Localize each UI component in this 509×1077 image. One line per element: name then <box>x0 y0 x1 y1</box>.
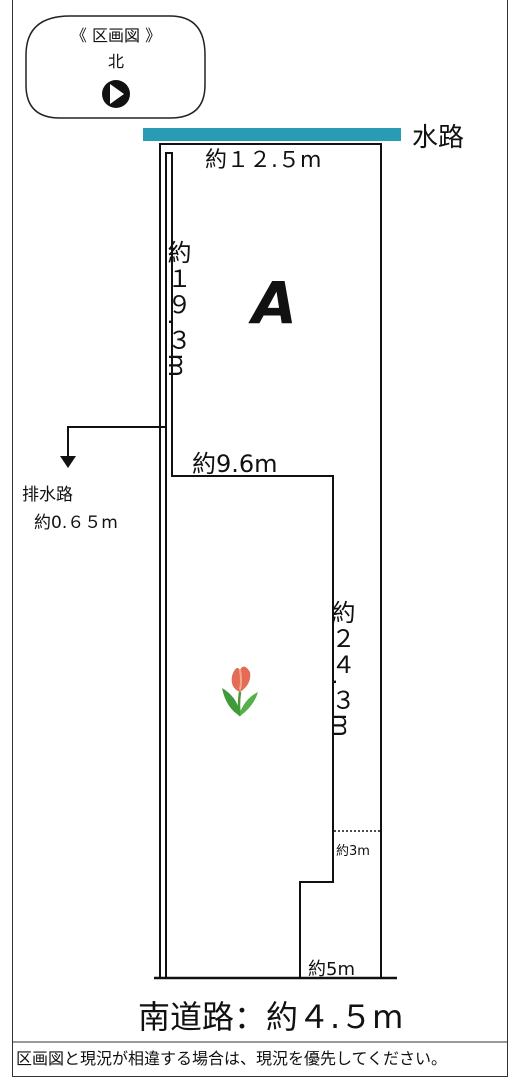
lot-outline <box>154 143 397 980</box>
drainage-label: 排水路 <box>22 485 73 505</box>
bottom-width-label: 約5m <box>308 959 355 980</box>
tulip-icon <box>222 666 258 717</box>
drainage-arrow <box>60 426 166 468</box>
step-width-label: 約9.6m <box>192 450 278 478</box>
small-depth-label: 約3m <box>336 844 370 859</box>
waterway-bar <box>143 128 401 141</box>
compass-box: 《 区画図 》 北 <box>25 15 206 119</box>
north-label: 北 <box>108 52 124 71</box>
north-arrow-icon <box>102 80 130 108</box>
waterway-label: 水路 <box>412 123 464 153</box>
left-depth-label: 約１９.３m <box>163 240 191 379</box>
road-label: 南道路：約４.５m <box>138 998 403 1036</box>
right-depth-label: 約２４.３m <box>327 600 355 739</box>
lot-label: A <box>248 269 297 337</box>
top-width-label: 約１２.５m <box>205 148 321 173</box>
footer-note: 区画図と現況が相違する場合は、現況を優先してください。 <box>16 1049 447 1068</box>
compass-title: 《 区画図 》 <box>71 26 161 45</box>
drainage-width: 約0.６５m <box>34 513 118 533</box>
